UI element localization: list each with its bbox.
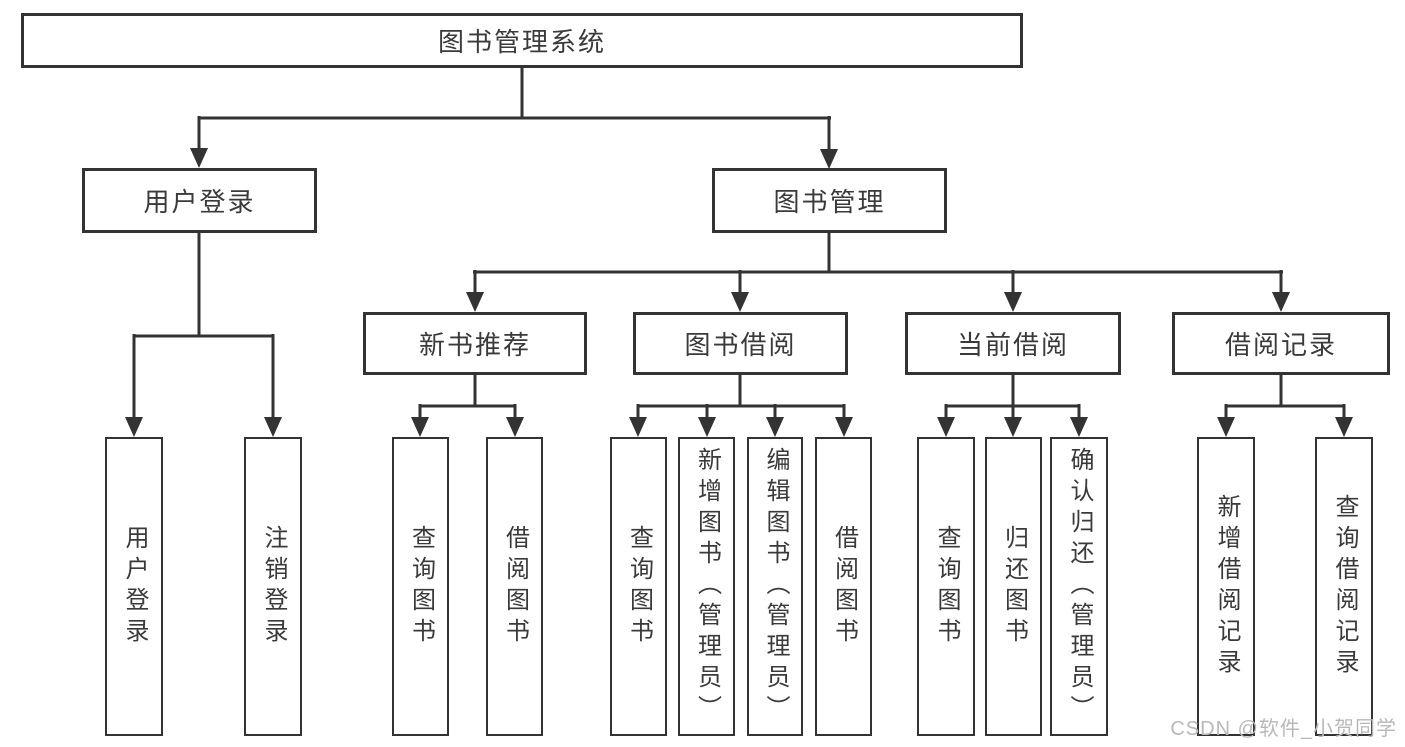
leaf-query-borrow-record-label: 查询借阅记录 [1331, 493, 1358, 680]
leaf-logout-label: 注销登录 [260, 524, 287, 649]
leaf-newbooks-query-books-label: 查询图书 [407, 524, 435, 649]
node-new-book-recommend: 新书推荐 [363, 312, 587, 375]
leaf-newbooks-query-books: 查询图书 [392, 437, 449, 736]
leaf-current-query-books: 查询图书 [917, 437, 975, 736]
node-book-borrowing: 图书借阅 [633, 312, 848, 375]
node-book-borrowing-label: 图书借阅 [684, 330, 797, 360]
node-library-system-label: 图书管理系统 [437, 27, 606, 57]
leaf-current-query-books-label: 查询图书 [933, 524, 960, 649]
node-user-login: 用户登录 [82, 168, 317, 233]
leaf-add-borrow-record-label: 新增借阅记录 [1213, 493, 1240, 680]
leaf-return-books: 归还图书 [985, 437, 1042, 736]
leaf-logout: 注销登录 [244, 437, 302, 736]
node-current-borrowing-label: 当前借阅 [956, 330, 1069, 360]
leaf-add-borrow-record: 新增借阅记录 [1197, 437, 1255, 736]
node-library-system: 图书管理系统 [21, 13, 1023, 68]
leaf-newbooks-borrow-books-label: 借阅图书 [501, 524, 529, 649]
leaf-confirm-return-admin: 确认归还（管理员） [1050, 437, 1108, 736]
node-book-management: 图书管理 [712, 168, 947, 233]
node-current-borrowing: 当前借阅 [905, 312, 1121, 375]
leaf-borrowing-borrow-books-label: 借阅图书 [830, 524, 858, 649]
leaf-edit-books-admin-label: 编辑图书（管理员） [762, 447, 789, 726]
node-new-book-recommend-label: 新书推荐 [418, 330, 531, 360]
leaf-add-books-admin: 新增图书（管理员） [678, 437, 735, 736]
node-borrowing-records-label: 借阅记录 [1224, 330, 1337, 360]
leaf-newbooks-borrow-books: 借阅图书 [486, 437, 543, 736]
leaf-query-borrow-record: 查询借阅记录 [1315, 437, 1373, 736]
leaf-confirm-return-admin-label: 确认归还（管理员） [1066, 447, 1093, 726]
node-user-login-label: 用户登录 [143, 187, 256, 217]
leaf-borrowing-query-books: 查询图书 [610, 437, 667, 736]
leaf-borrowing-query-books-label: 查询图书 [625, 524, 653, 649]
node-book-management-label: 图书管理 [773, 187, 886, 217]
csdn-watermark: CSDN @软件_小贺同学 [1170, 718, 1397, 740]
leaf-edit-books-admin: 编辑图书（管理员） [747, 437, 803, 736]
node-borrowing-records: 借阅记录 [1172, 312, 1390, 375]
leaf-user-login-label: 用户登录 [121, 524, 148, 649]
leaf-return-books-label: 归还图书 [1000, 524, 1028, 649]
leaf-add-books-admin-label: 新增图书（管理员） [693, 447, 721, 726]
leaf-user-login: 用户登录 [105, 437, 163, 736]
leaf-borrowing-borrow-books: 借阅图书 [815, 437, 872, 736]
